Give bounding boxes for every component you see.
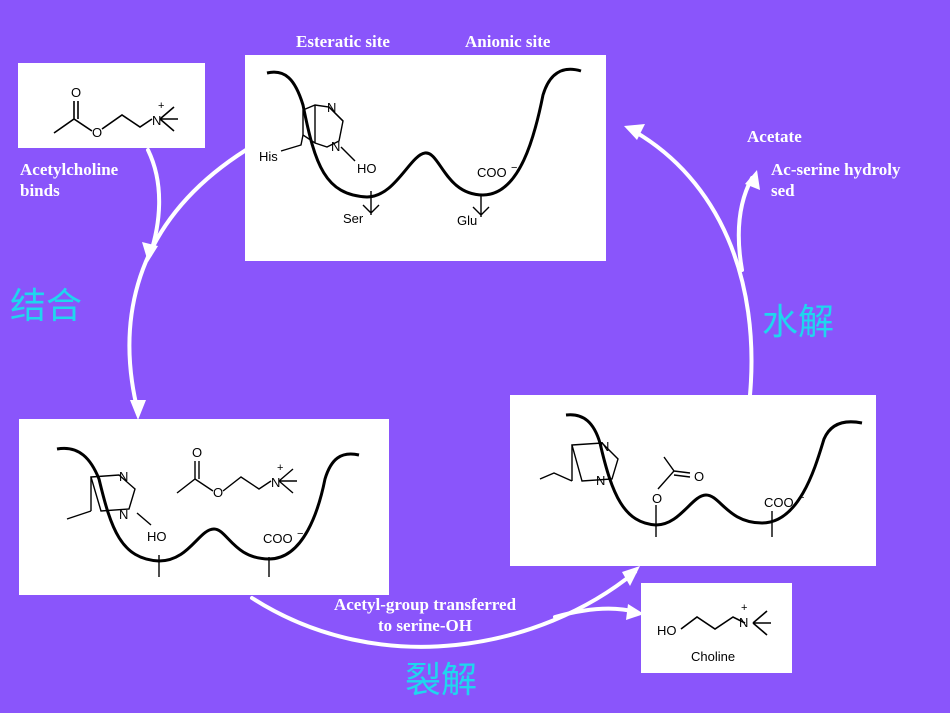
svg-text:O: O bbox=[694, 469, 704, 484]
svg-text:N: N bbox=[331, 139, 340, 154]
svg-text:O: O bbox=[71, 85, 81, 100]
svg-text:Choline: Choline bbox=[691, 649, 735, 664]
step-hydrolysis-label: 水解 bbox=[762, 302, 835, 343]
svg-text:−: − bbox=[297, 528, 303, 540]
enzyme-bound-structure: N N HO COO − O O N + bbox=[56, 445, 360, 577]
ac-serine-hydrolysed-label: Ac-serine hydroly sed bbox=[771, 160, 901, 201]
arrow-acetate-out bbox=[736, 176, 754, 272]
svg-text:N: N bbox=[600, 439, 609, 454]
svg-text:His: His bbox=[259, 149, 278, 164]
svg-text:O: O bbox=[652, 491, 662, 506]
step-cleave-label: 裂解 bbox=[405, 660, 478, 701]
acetylcholine-structure: O O N + bbox=[53, 85, 178, 140]
svg-text:Glu: Glu bbox=[457, 213, 477, 228]
arrowhead-bind bbox=[130, 400, 146, 420]
choline-structure: HO N + Choline bbox=[657, 602, 771, 664]
svg-text:COO: COO bbox=[764, 495, 794, 510]
enzyme-free-box: N N His HO COO − Ser Glu bbox=[245, 55, 606, 261]
arrowhead-hydrolysis bbox=[624, 124, 645, 140]
acetylcholine-molecule-box: O O N + bbox=[18, 63, 205, 148]
arrow-cleave bbox=[250, 570, 637, 649]
svg-text:N: N bbox=[271, 475, 280, 490]
svg-text:COO: COO bbox=[477, 165, 507, 180]
esteratic-site-label: Esteratic site bbox=[296, 32, 390, 51]
choline-molecule-box: HO N + Choline bbox=[641, 583, 792, 673]
svg-text:O: O bbox=[192, 445, 202, 460]
arrow-bind bbox=[127, 148, 248, 414]
enzyme-acetylated-structure: N N O O COO − bbox=[539, 413, 863, 537]
arrowhead-cleave bbox=[622, 566, 640, 586]
arrow-choline-out bbox=[553, 606, 638, 619]
svg-text:N: N bbox=[152, 113, 161, 128]
svg-text:HO: HO bbox=[147, 529, 167, 544]
acetyl-group-transferred-label: Acetyl-group transferred to serine-OH bbox=[333, 595, 517, 636]
svg-text:N: N bbox=[119, 507, 128, 522]
svg-text:Ser: Ser bbox=[343, 211, 364, 226]
svg-text:−: − bbox=[798, 492, 804, 504]
svg-text:−: − bbox=[511, 162, 517, 174]
svg-text:N: N bbox=[119, 469, 128, 484]
step-bind-label: 结合 bbox=[10, 286, 83, 327]
svg-text:HO: HO bbox=[357, 161, 377, 176]
enzyme-acetylated-box: N N O O COO − bbox=[510, 395, 876, 566]
svg-text:+: + bbox=[277, 462, 283, 474]
svg-text:+: + bbox=[158, 100, 164, 112]
arrowhead-ach bbox=[142, 242, 158, 262]
arrow-hydrolysis bbox=[630, 128, 754, 397]
anionic-site-label: Anionic site bbox=[465, 32, 551, 51]
arrowhead-choline bbox=[626, 604, 644, 620]
svg-text:HO: HO bbox=[657, 623, 677, 638]
svg-text:N: N bbox=[596, 473, 605, 488]
arrowhead-acetate bbox=[745, 170, 760, 190]
svg-text:O: O bbox=[213, 485, 223, 500]
svg-text:+: + bbox=[741, 602, 747, 614]
svg-text:N: N bbox=[327, 100, 336, 115]
enzyme-free-structure: N N His HO COO − Ser Glu bbox=[259, 67, 582, 228]
svg-text:N: N bbox=[739, 615, 748, 630]
acetate-label: Acetate bbox=[747, 127, 802, 146]
svg-text:COO: COO bbox=[263, 531, 293, 546]
svg-text:O: O bbox=[92, 125, 102, 140]
enzyme-bound-box: N N HO COO − O O N + bbox=[19, 419, 389, 595]
acetylcholine-binds-label: Acetylcholine binds bbox=[20, 160, 119, 201]
